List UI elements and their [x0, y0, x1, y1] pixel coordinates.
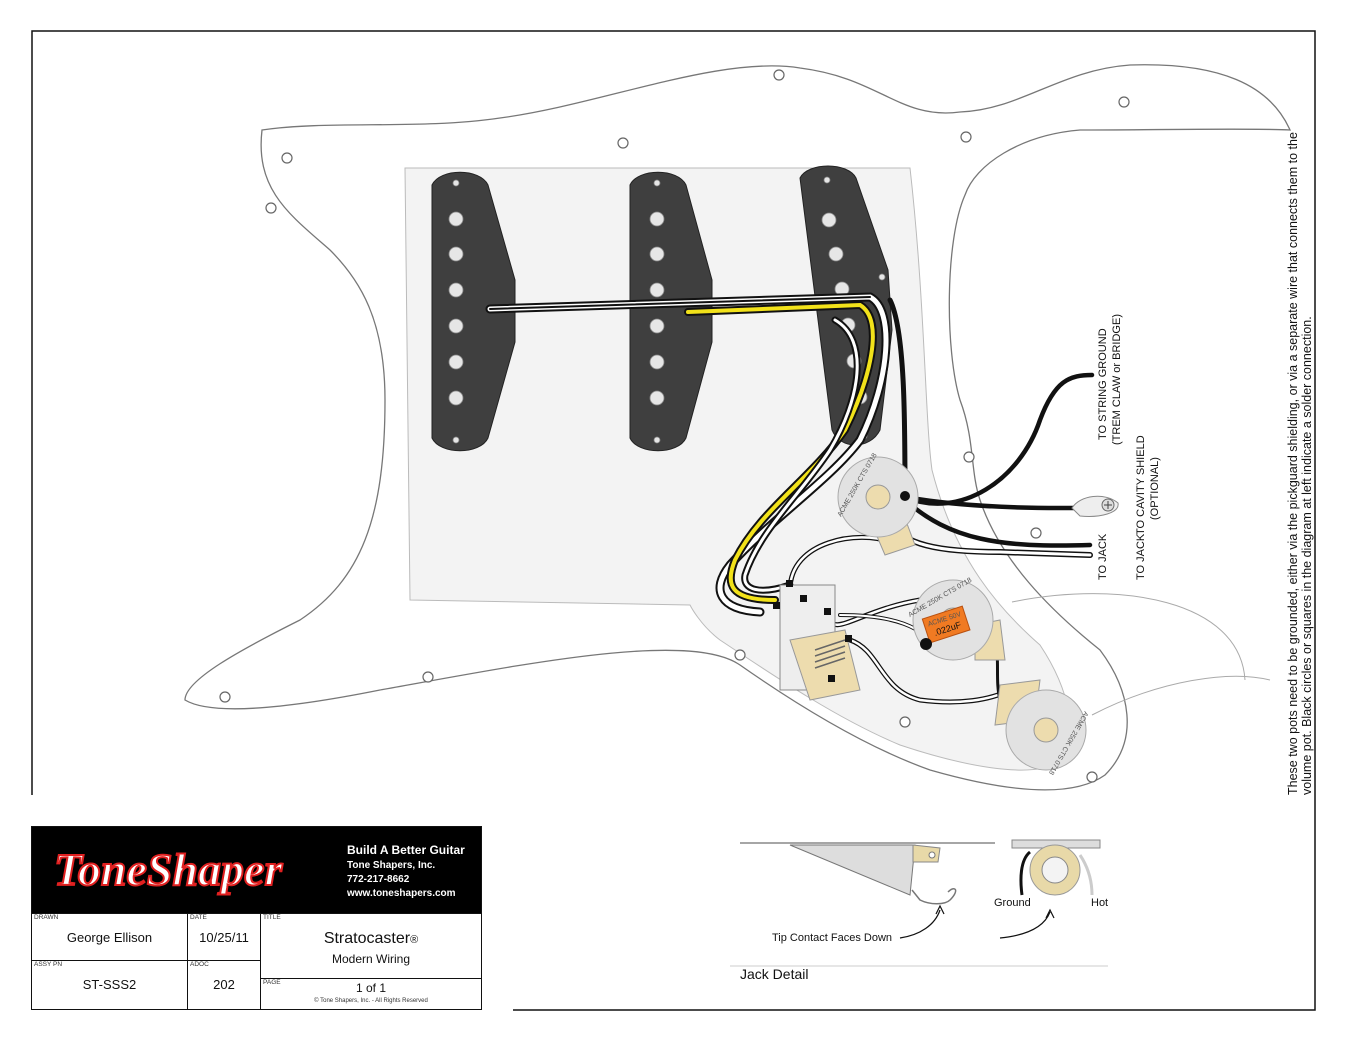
- grounding-note: These two pots need to be grounded, eith…: [1011, 132, 1314, 795]
- date-cell: DATE 10/25/11: [188, 913, 261, 961]
- cavity-shield-label: TO CAVITY SHIELD: [1135, 435, 1147, 535]
- adoc-caption: ADOC: [190, 961, 209, 968]
- adoc-cell: ADOC 202: [188, 961, 261, 1009]
- jack-hot-label: Hot: [1091, 897, 1108, 909]
- title-caption: TITLE: [263, 914, 281, 921]
- drawn-caption: DRAWN: [34, 914, 59, 921]
- wire-annotations: TO STRING GROUND (TREM CLAW or BRIDGE) T…: [1097, 314, 1161, 580]
- grounding-note-line-1: These two pots need to be grounded, eith…: [1286, 132, 1300, 795]
- title-cell: TITLE Stratocaster® Modern Wiring: [261, 913, 481, 979]
- jack-socket-icon: [1011, 839, 1101, 896]
- jack-detail-caption: Jack Detail: [740, 966, 809, 982]
- brand-banner: ToneShaper Build A Better Guitar Tone Sh…: [32, 827, 481, 913]
- tagline: Build A Better Guitar: [347, 843, 465, 857]
- adoc-number: 202: [213, 977, 235, 992]
- cavity-shield-wire: [902, 494, 1088, 511]
- tip-contact-label: Tip Contact Faces Down: [772, 932, 892, 944]
- title-block: ToneShaper Build A Better Guitar Tone Sh…: [31, 826, 482, 1010]
- jack-detail: Ground Hot Tip Contact Faces Down: [730, 839, 1108, 967]
- mounting-screw-holes: [219, 69, 1130, 783]
- logo-text: ToneShaper: [54, 844, 283, 895]
- drawn-cell: DRAWN George Ellison: [32, 913, 188, 961]
- pickguard: [184, 64, 1292, 791]
- registered-mark: ®: [410, 934, 419, 946]
- jack-tip-contact: [789, 844, 916, 896]
- page-caption: PAGE: [263, 979, 281, 986]
- grounding-note-line-2: volume pot. Black circles or squares in …: [1300, 316, 1314, 795]
- jack-ground-label: Ground: [994, 897, 1031, 909]
- assy-caption: ASSY PN: [34, 961, 63, 968]
- company-phone: 772-217-8662: [347, 874, 410, 885]
- jack-wire-black: [902, 497, 1093, 548]
- assy-cell: ASSY PN ST-SSS2: [32, 961, 188, 1009]
- copyright: © Tone Shapers, Inc. - All Rights Reserv…: [314, 998, 428, 1004]
- toneshaper-logo: ToneShaper: [53, 843, 284, 896]
- drawing-title-row: Stratocaster®: [261, 930, 481, 948]
- company-info: Build A Better Guitar Tone Shapers, Inc.…: [347, 843, 465, 901]
- assembly-part-number: ST-SSS2: [82, 977, 137, 992]
- company-website: www.toneshapers.com: [347, 888, 456, 899]
- cavity-shield-sublabel: (OPTIONAL): [1149, 457, 1161, 520]
- date-caption: DATE: [190, 914, 207, 921]
- to-jack-label: TO JACK: [1097, 533, 1109, 580]
- tone-capacitor: ACME 50V .022uF: [920, 605, 971, 650]
- drawing-title: Stratocaster: [323, 930, 411, 947]
- page-number: 1 of 1: [355, 981, 387, 995]
- to-jack-label-2: TO JACK: [1135, 533, 1147, 580]
- drawing-subtitle: Modern Wiring: [331, 952, 411, 966]
- drawing-frame: [31, 30, 1316, 1011]
- company-name: Tone Shapers, Inc.: [347, 860, 436, 871]
- drawing-date: 10/25/11: [199, 930, 249, 945]
- page-cell: PAGE 1 of 1 © Tone Shapers, Inc. - All R…: [261, 979, 481, 1009]
- middle-pickup: [629, 171, 713, 452]
- five-way-switch: [773, 580, 861, 701]
- string-ground-sublabel: (TREM CLAW or BRIDGE): [1111, 314, 1123, 445]
- string-ground-label: TO STRING GROUND: [1097, 328, 1109, 440]
- neck-pickup: [431, 171, 516, 452]
- drawn-by: George Ellison: [66, 930, 153, 945]
- cavity-shield-lug: [1071, 495, 1119, 517]
